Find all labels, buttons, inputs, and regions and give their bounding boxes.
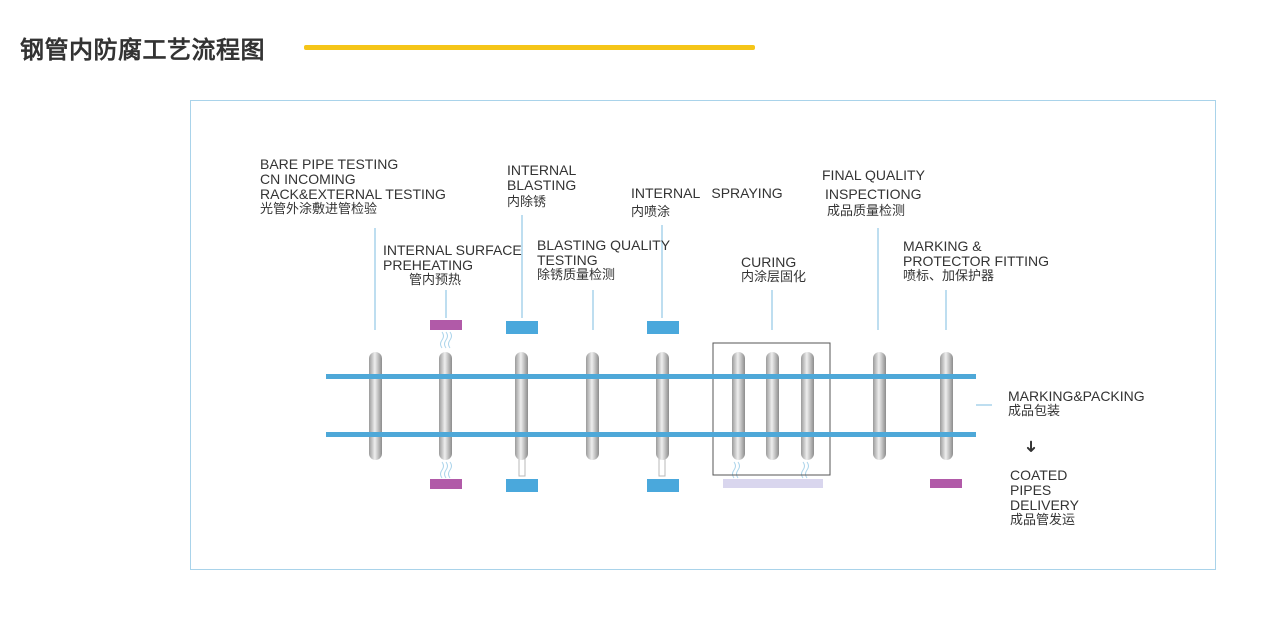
down-arrow-icon: ➜ <box>1022 439 1040 454</box>
page-title: 钢管内防腐工艺流程图 <box>20 36 265 64</box>
sprayer-block-top <box>647 321 679 334</box>
conveyor-rail-bottom <box>326 432 976 437</box>
pipe <box>656 352 669 460</box>
heat-waves <box>440 331 809 479</box>
conveyor-rail-top <box>326 374 976 379</box>
curing-plate <box>723 479 823 488</box>
pipe <box>801 352 814 460</box>
pipes <box>369 352 953 460</box>
label-internal-spraying: INTERNAL SPRAYING 内喷涂 <box>631 185 783 221</box>
blaster-block-bottom <box>506 479 538 492</box>
label-final-quality: FINAL QUALITY INSPECTIONG 成品质量检测 <box>822 167 925 220</box>
pipe <box>766 352 779 460</box>
leader-lines <box>374 215 992 406</box>
diagram-frame <box>190 100 1216 570</box>
pipe <box>515 352 528 460</box>
preheater-block-bottom <box>430 479 462 489</box>
sprayer-block-bottom <box>647 479 679 492</box>
pipe <box>732 352 745 460</box>
pipe <box>369 352 382 460</box>
blaster-block-top <box>506 321 538 334</box>
label-curing: CURING 内涂层固化 <box>741 254 807 286</box>
pipe <box>940 352 953 460</box>
marking-block-bottom <box>930 479 962 488</box>
pipe <box>586 352 599 460</box>
pipe <box>873 352 886 460</box>
preheater-block-top <box>430 320 462 330</box>
pipe <box>439 352 452 460</box>
curing-oven-box <box>712 342 831 476</box>
title-underline-bar <box>304 45 755 50</box>
label-marking-packing: MARKING&PACKING 成品包装 <box>1008 388 1145 420</box>
label-marking-protector: MARKING &PROTECTOR FITTING 喷标、加保护器 <box>903 238 1049 285</box>
